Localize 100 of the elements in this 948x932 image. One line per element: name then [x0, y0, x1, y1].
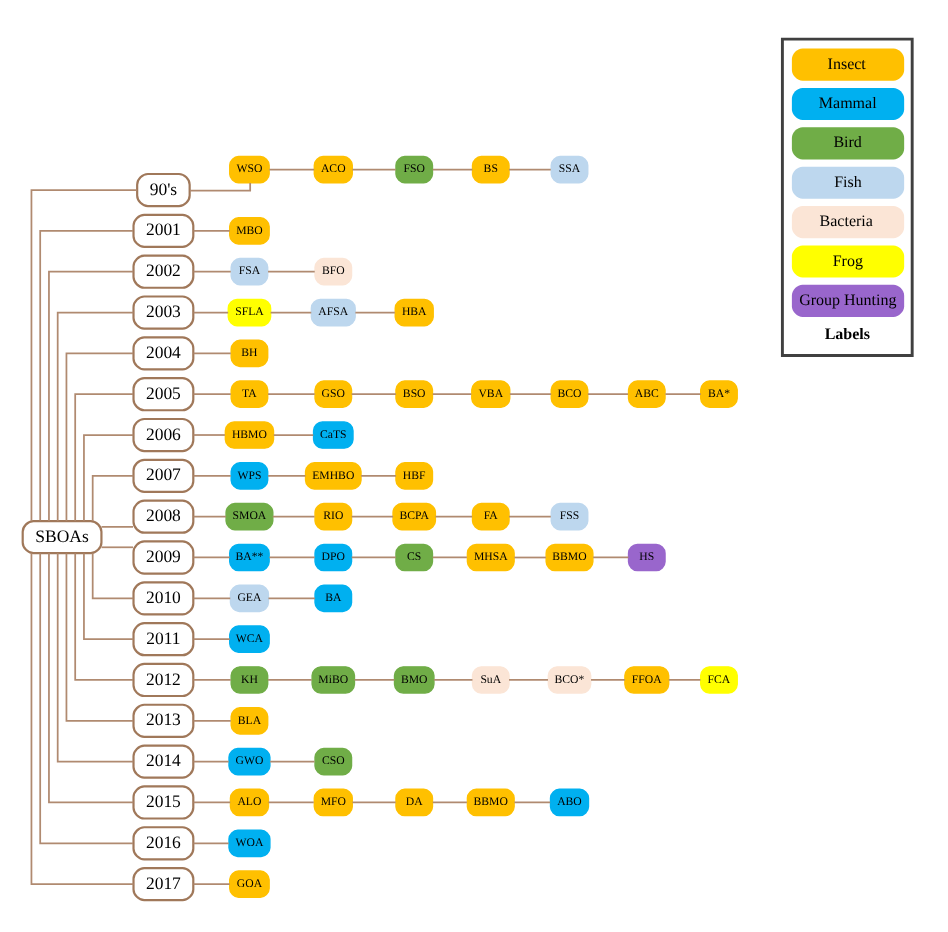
connector	[48, 552, 135, 804]
node-box: 2002	[132, 254, 195, 289]
connector	[267, 474, 307, 477]
connector	[350, 556, 397, 559]
connector	[513, 556, 547, 559]
connector	[350, 393, 397, 396]
node-box: 2001	[132, 213, 195, 248]
connector	[189, 182, 252, 192]
connector	[508, 515, 552, 518]
connector	[272, 434, 315, 436]
connector	[83, 434, 135, 522]
connector	[267, 270, 316, 273]
connector	[268, 556, 316, 559]
connector	[354, 311, 396, 314]
node-box: 90's	[136, 172, 191, 208]
connector	[433, 679, 474, 681]
connector	[192, 474, 232, 477]
legend-label: Bacteria	[819, 212, 873, 231]
connector	[83, 552, 135, 641]
connector	[350, 515, 394, 518]
connector	[353, 679, 396, 681]
connector	[192, 842, 230, 845]
connector	[590, 679, 626, 681]
legend-label: Insect	[827, 54, 866, 73]
connector	[192, 760, 230, 763]
connector	[431, 393, 473, 396]
connector	[30, 552, 135, 885]
node-box: 2012	[132, 662, 195, 698]
connector	[65, 552, 135, 722]
connector	[74, 552, 134, 681]
connector	[91, 474, 135, 522]
node-box: 2004	[132, 336, 195, 371]
connector	[664, 393, 702, 396]
connector	[431, 556, 468, 559]
connector	[431, 801, 468, 804]
connector	[271, 515, 316, 518]
connector	[267, 597, 316, 600]
connector	[192, 597, 232, 600]
node-box: 2017	[132, 867, 195, 902]
connector	[39, 552, 134, 845]
legend-label: Bird	[833, 133, 862, 152]
connector	[508, 393, 553, 396]
node-box: SBOAs	[21, 519, 103, 555]
connector	[192, 515, 227, 518]
connector	[360, 474, 397, 477]
connector	[65, 352, 135, 522]
connector	[508, 168, 552, 171]
connector	[192, 311, 230, 314]
node-box: 2008	[132, 499, 195, 534]
connector	[192, 434, 226, 436]
connector	[351, 801, 397, 804]
node-box: 2014	[132, 744, 195, 779]
connector	[192, 719, 232, 722]
node-box: 2005	[132, 377, 195, 412]
node-box: 2007	[132, 458, 195, 493]
connector	[351, 168, 397, 171]
connector	[56, 311, 135, 522]
connector	[192, 801, 232, 804]
node-box: 2011	[132, 622, 195, 657]
connector	[269, 760, 316, 763]
connector	[192, 883, 231, 885]
connector	[508, 679, 549, 681]
connector	[267, 393, 316, 396]
connector	[100, 526, 134, 528]
connector	[267, 679, 313, 681]
connector	[192, 393, 232, 396]
label: Labels	[824, 324, 871, 343]
connector	[434, 515, 474, 518]
connector	[192, 679, 232, 681]
node-box: 2016	[132, 826, 195, 861]
connector	[192, 556, 231, 559]
connector	[667, 679, 702, 681]
node-box: 2015	[132, 785, 195, 820]
connector	[192, 352, 232, 355]
legend-label: Fish	[834, 172, 862, 191]
node-box: 2009	[132, 540, 195, 575]
node-box: 2010	[132, 581, 195, 616]
legend-label: Frog	[832, 251, 863, 270]
connector	[48, 270, 135, 522]
connector	[56, 552, 135, 763]
connector	[269, 311, 313, 314]
connector	[39, 230, 134, 522]
node-box: 2003	[132, 295, 195, 330]
connector	[192, 230, 231, 232]
connector	[192, 638, 231, 641]
node-box: 2006	[132, 417, 195, 453]
connector	[30, 189, 138, 522]
connector	[586, 393, 629, 396]
connector	[592, 556, 630, 559]
connector	[431, 168, 474, 171]
connector	[192, 270, 232, 273]
connector	[74, 393, 134, 522]
connector	[100, 546, 134, 549]
legend-label: Group Hunting	[799, 290, 897, 309]
node-box: 2013	[132, 703, 195, 738]
connector	[91, 552, 135, 600]
connector	[268, 168, 315, 171]
connector	[267, 801, 315, 804]
connector	[513, 801, 551, 804]
legend-label: Mammal	[818, 94, 877, 113]
